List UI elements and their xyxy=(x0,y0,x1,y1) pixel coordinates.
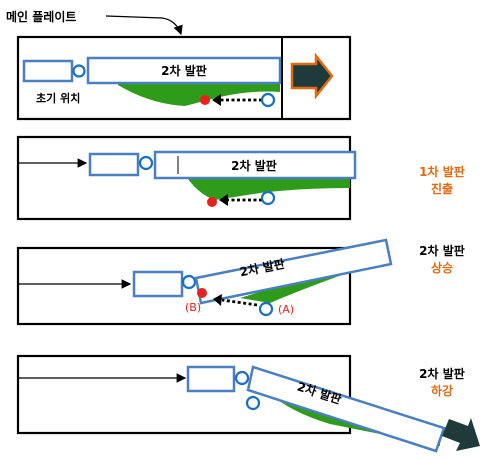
roller-circle-icon xyxy=(72,64,86,78)
panel-advance: 2차 발판 xyxy=(16,135,357,221)
panel-lower: 2차 발판 xyxy=(16,354,480,453)
move-right-arrow-icon xyxy=(290,52,334,100)
first-step-plate xyxy=(22,59,74,83)
marker-b-label: (B) xyxy=(185,301,201,314)
marker-a-label: (A) xyxy=(278,303,294,316)
second-step-label: 2차 발판 xyxy=(161,63,207,78)
panel-initial: 2차 발판 초기 위치 xyxy=(16,35,352,121)
second-step-plate xyxy=(86,56,282,85)
ground-ramp xyxy=(118,84,280,106)
roller-circle-icon xyxy=(260,190,276,206)
title-leader-arrow xyxy=(105,15,183,36)
stage-raise-label: 2차 발판 상승 xyxy=(419,244,465,275)
first-step-plate xyxy=(186,365,236,393)
first-step-plate xyxy=(132,270,184,298)
main-plate-title: 메인 플레이트 xyxy=(6,9,76,24)
stage-advance-label: 1차 발판 진출 xyxy=(419,165,465,196)
second-step-plate xyxy=(153,150,357,180)
roller-circle-icon xyxy=(234,370,250,386)
retract-dotted-arrow-icon xyxy=(221,298,258,307)
panel-raise: 2차 발판 (B) (A) xyxy=(16,238,393,326)
roller-circle-icon xyxy=(138,155,154,171)
roller-circle-icon xyxy=(245,395,261,411)
roller-circle-icon xyxy=(260,92,276,108)
second-step-label: 2차 발판 xyxy=(231,158,277,173)
roller-circle-icon xyxy=(181,274,197,290)
contact-point-dot-icon xyxy=(207,197,217,207)
first-step-plate xyxy=(88,152,140,177)
second-step-plate xyxy=(246,365,446,453)
ground-ramp xyxy=(188,178,350,200)
stage-lower-label: 2차 발판 하강 xyxy=(419,367,465,398)
contact-point-dot-icon xyxy=(197,288,207,298)
move-down-right-arrow-icon xyxy=(442,418,480,451)
initial-position-label: 초기 위치 xyxy=(36,91,80,105)
contact-point-dot-icon xyxy=(200,95,210,105)
roller-circle-icon xyxy=(258,301,274,317)
